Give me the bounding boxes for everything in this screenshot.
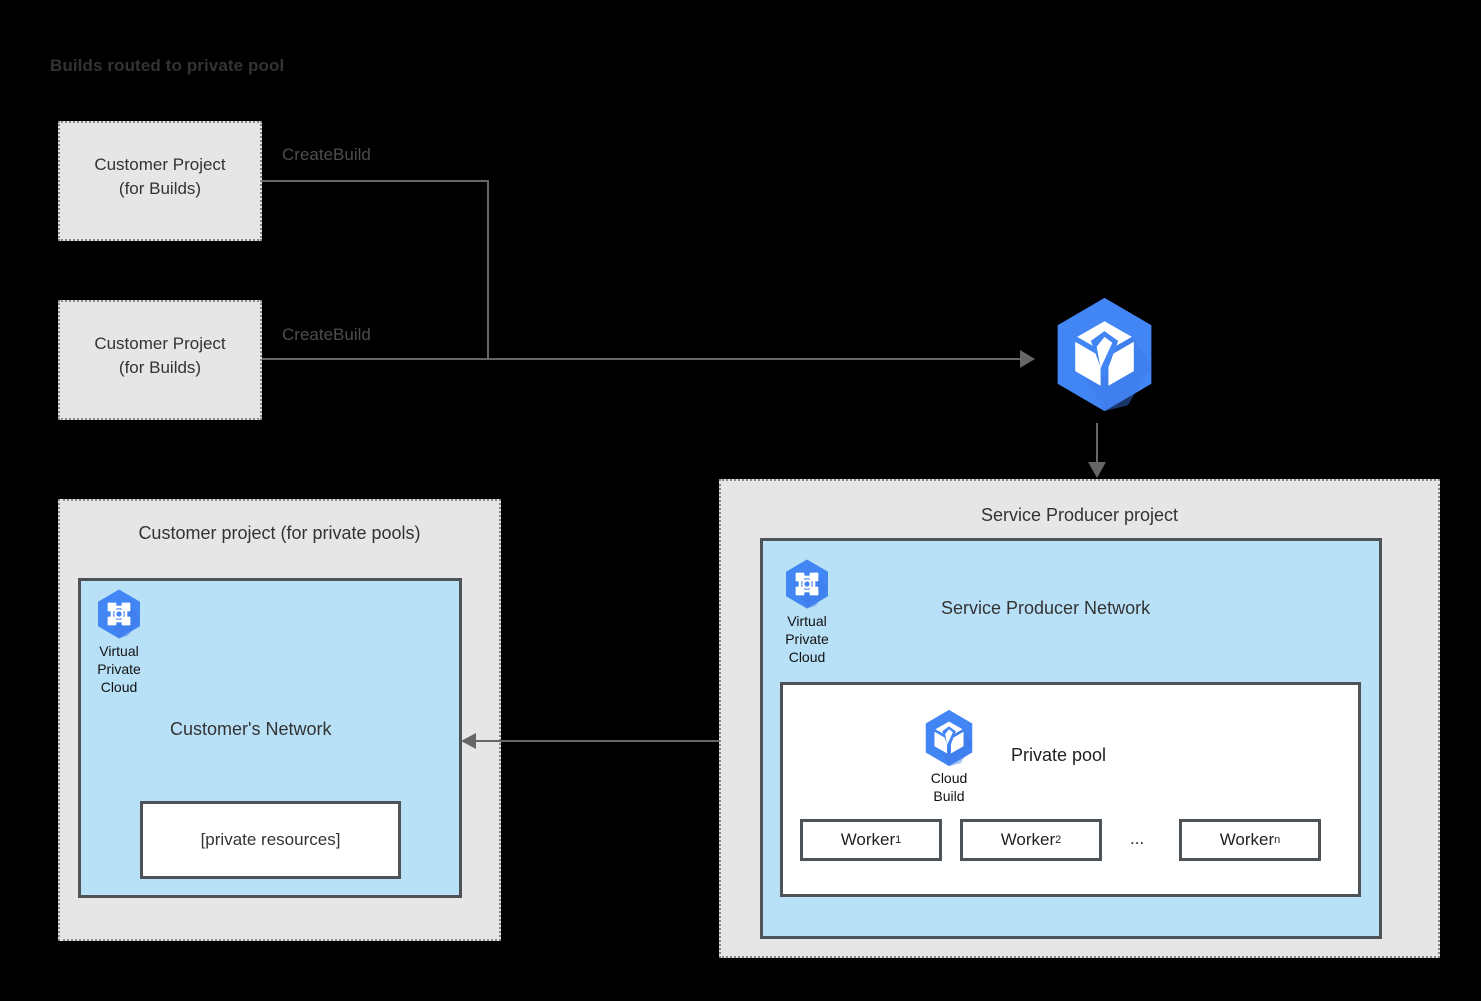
customer-vpc-line1: Virtual: [99, 643, 139, 659]
customer-vpc-line2: Private: [97, 661, 141, 677]
worker-n-name: Worker: [1219, 830, 1275, 849]
customer-build-project-2-line1: Customer Project: [94, 334, 226, 353]
service-producer-project-title: Service Producer project: [980, 505, 1179, 525]
network-peering-line: [474, 740, 759, 742]
producer-vpc-line2: Private: [785, 631, 829, 647]
worker-1-name: Worker: [840, 830, 896, 849]
customer-build-project-1-line1: Customer Project: [94, 155, 226, 174]
arrowhead-to-service-producer: [1088, 462, 1106, 478]
customer-build-project-2: Customer Project (for Builds): [58, 300, 262, 420]
private-pool-box: [780, 682, 1361, 897]
connector-project1-vertical: [487, 180, 489, 359]
cloud-build-icon: [917, 707, 981, 769]
customer-vpc-icon-stack: Virtual Private Cloud: [86, 586, 152, 696]
connector-project2-horizontal: [262, 358, 1032, 360]
producer-vpc-icon-stack: Virtual Private Cloud: [774, 556, 840, 666]
worker-2-name: Worker: [1000, 830, 1056, 849]
private-pool-cloud-build-line2: Build: [933, 788, 965, 804]
private-pool-cloud-build-icon-stack: Cloud Build: [917, 707, 981, 805]
connector-project1-horizontal: [262, 180, 489, 182]
workers-ellipsis: ...: [1130, 829, 1145, 848]
customer-build-project-1-line2: (for Builds): [118, 179, 202, 198]
customer-private-pools-project-title: Customer project (for private pools): [138, 523, 421, 543]
private-pool-cloud-build-line1: Cloud: [930, 770, 968, 786]
createbuild-label-1: CreateBuild: [282, 145, 371, 164]
customer-build-project-2-line2: (for Builds): [118, 358, 202, 377]
service-producer-network-title: Service Producer Network: [941, 598, 1151, 618]
diagram-title: Builds routed to private pool: [50, 56, 285, 75]
producer-vpc-line1: Virtual: [787, 613, 827, 629]
peering-arrowhead-left: [461, 733, 476, 749]
arrowhead-to-cloud-build: [1020, 350, 1035, 368]
worker-2-subscript: 2: [1055, 834, 1062, 846]
worker-n-subscript: n: [1274, 834, 1281, 846]
cloud-build-service-icon: [1042, 292, 1167, 417]
customer-build-project-1: Customer Project (for Builds): [58, 121, 262, 241]
customers-network-title: Customer's Network: [170, 719, 332, 739]
virtual-private-cloud-icon: [774, 556, 840, 612]
worker-1-subscript: 1: [895, 834, 902, 846]
private-pool-label: Private pool: [1011, 745, 1107, 765]
producer-vpc-line3: Cloud: [788, 649, 826, 665]
connector-cloudbuild-down: [1096, 423, 1098, 469]
createbuild-label-2: CreateBuild: [282, 325, 371, 344]
customer-vpc-line3: Cloud: [100, 679, 138, 695]
virtual-private-cloud-icon: [86, 586, 152, 642]
private-resources-box: [private resources]: [140, 801, 401, 879]
